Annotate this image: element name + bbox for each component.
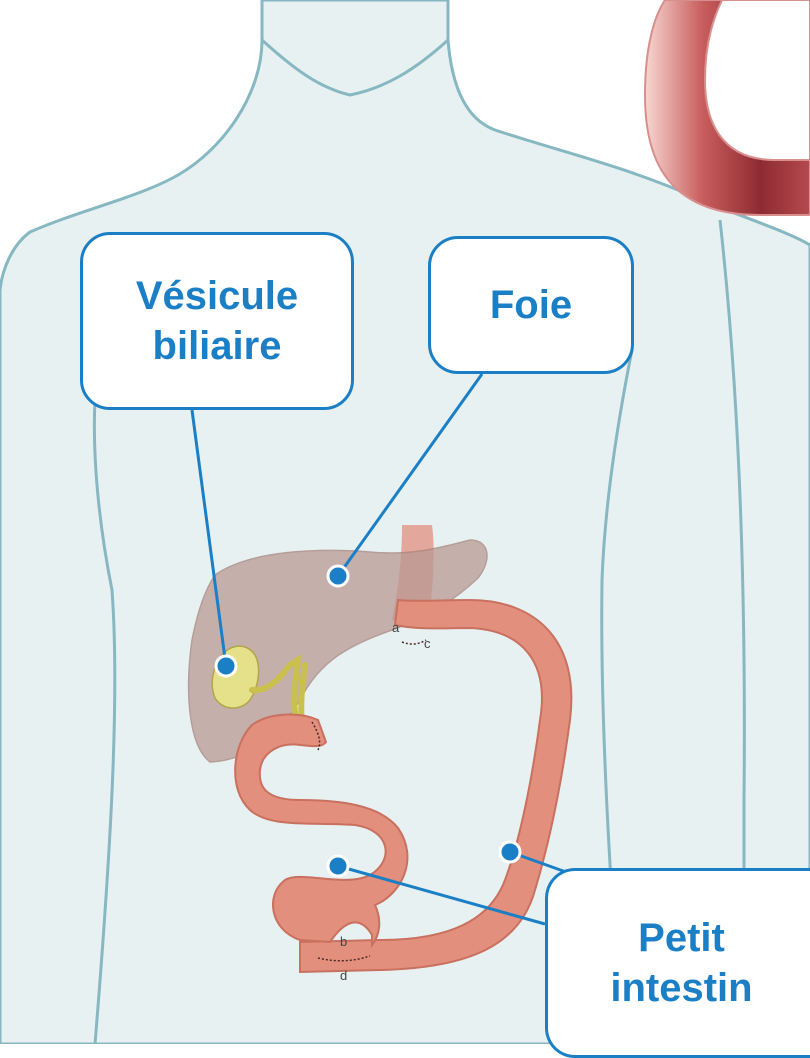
mark-d: d <box>340 968 347 983</box>
label-small-intestine-line2: intestin <box>610 963 752 1013</box>
label-liver: Foie <box>428 236 634 374</box>
mark-a: a <box>392 620 400 635</box>
dot-liver <box>328 566 348 586</box>
label-small-intestine-line1: Petit <box>610 913 752 963</box>
vessel-inner-wall <box>705 0 810 160</box>
label-gallbladder: Vésicule biliaire <box>80 232 354 410</box>
label-liver-text: Foie <box>490 280 572 330</box>
label-small-intestine: Petit intestin <box>545 868 810 1058</box>
dot-intestine-2 <box>500 842 520 862</box>
dot-gallbladder <box>216 656 236 676</box>
label-gallbladder-line1: Vésicule <box>136 271 298 321</box>
mark-b: b <box>340 934 347 949</box>
dot-intestine-1 <box>328 856 348 876</box>
mark-c: c <box>424 636 431 651</box>
label-gallbladder-line2: biliaire <box>136 321 298 371</box>
